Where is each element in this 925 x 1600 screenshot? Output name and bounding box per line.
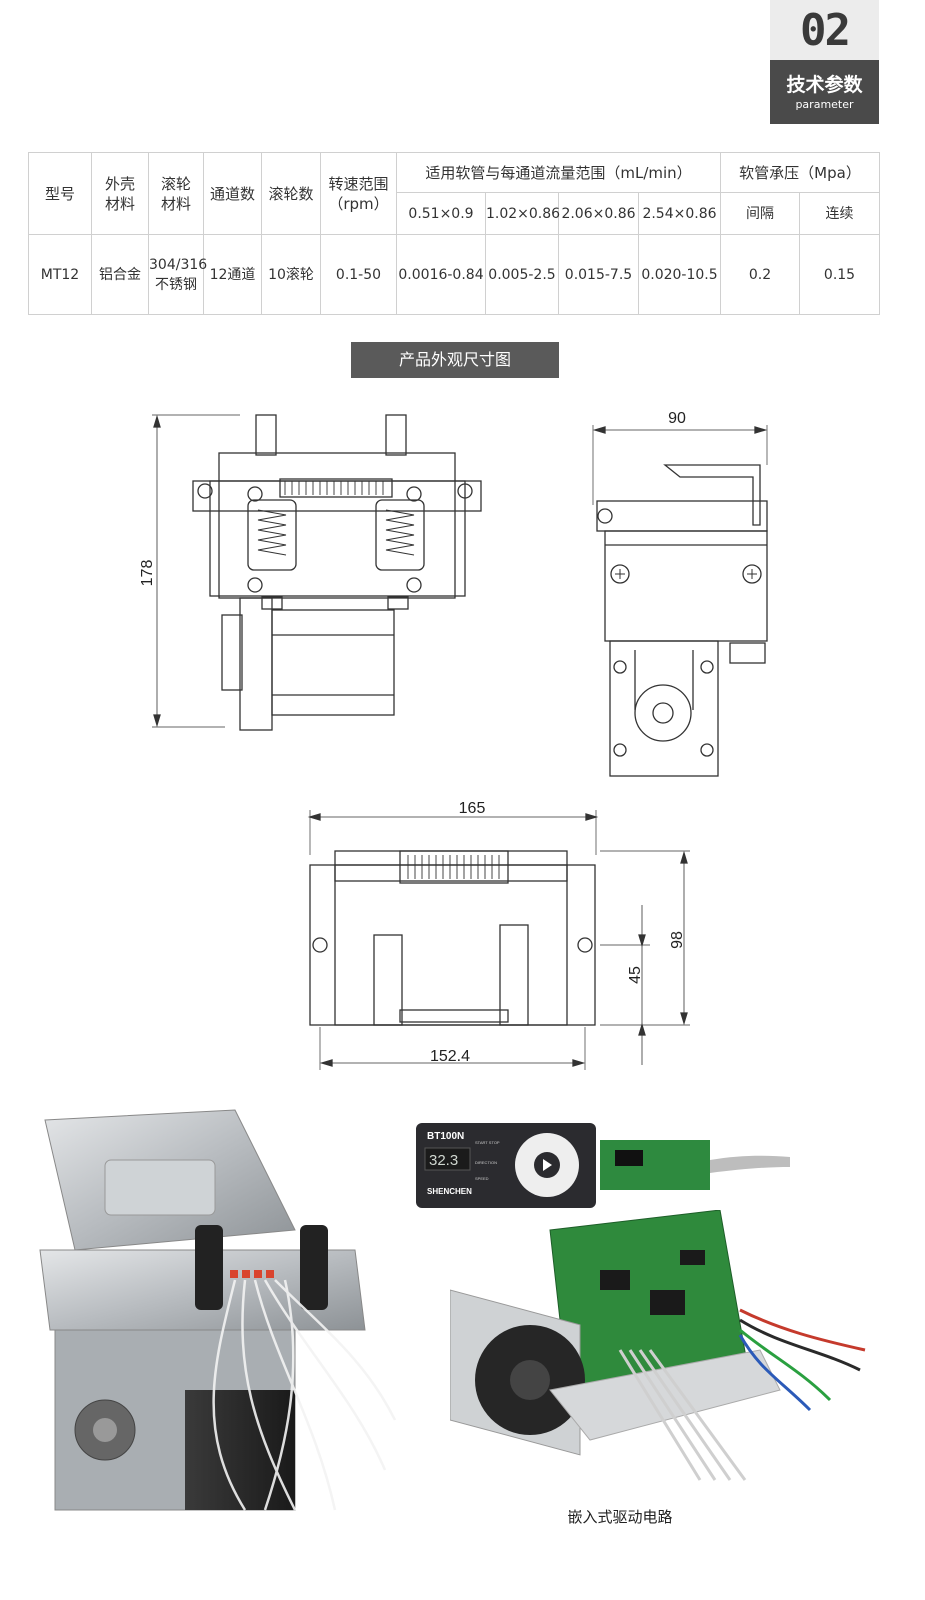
- section-title-badge: 技术参数 parameter: [770, 60, 879, 124]
- pressure-sub-header: 连续: [799, 192, 880, 235]
- cell-pressure: 0.15: [799, 234, 880, 315]
- driver-circuit-photo: [450, 1210, 866, 1481]
- controller-model: BT100N: [427, 1131, 464, 1142]
- header-pressure-group: 软管承压（Mpa）: [720, 152, 880, 193]
- flow-sub-header: 2.54×0.86: [638, 192, 721, 235]
- cell-rollers: 10滚轮: [261, 234, 321, 315]
- cell-speed: 0.1-50: [320, 234, 397, 315]
- flow-sub-header: 1.02×0.86: [485, 192, 560, 235]
- section-title: 产品外观尺寸图: [351, 342, 559, 378]
- side-view-drawing: 90: [592, 410, 768, 777]
- cell-flow: 0.0016-0.84: [396, 234, 486, 315]
- dim-side-height: 98: [669, 931, 686, 949]
- badge-title: 技术参数: [786, 74, 863, 96]
- cell-pressure: 0.2: [720, 234, 800, 315]
- section-number-badge: 02: [770, 0, 879, 60]
- controller-label: DIRECTION: [475, 1160, 497, 1165]
- spec-table: 型号 外壳材料 滚轮材料 通道数 滚轮数 转速范围（rpm） 适用软管与每通道流…: [28, 152, 880, 315]
- dim-hole-height: 45: [627, 966, 644, 984]
- cell-channels: 12通道: [203, 234, 262, 315]
- cell-flow: 0.015-7.5: [558, 234, 639, 315]
- flow-sub-header: 0.51×0.9: [396, 192, 486, 235]
- header-model: 型号: [28, 152, 92, 235]
- header-rollers: 滚轮数: [261, 152, 321, 235]
- controller-label: START STOP: [475, 1140, 500, 1145]
- driver-circuit-caption: 嵌入式驱动电路: [567, 1508, 673, 1526]
- cell-model: MT12: [28, 234, 92, 315]
- cell-flow: 0.005-2.5: [485, 234, 559, 315]
- controller-panel: BT100N 32.3 SHENCHEN START STOP DIRECTIO…: [416, 1123, 596, 1208]
- header-shell: 外壳材料: [91, 152, 149, 235]
- flow-sub-header: 2.06×0.86: [558, 192, 639, 235]
- display-board-photo: [600, 1140, 790, 1190]
- top-view-drawing: 165 152.4 98 45: [307, 800, 690, 1070]
- header-flow-group: 适用软管与每通道流量范围（mL/min）: [396, 152, 721, 193]
- controller-label: SPEED: [475, 1176, 489, 1181]
- pump-head-photo: [39, 1109, 397, 1511]
- pressure-sub-header: 间隔: [720, 192, 800, 235]
- header-roller-material: 滚轮材料: [148, 152, 204, 235]
- controller-display: 32.3: [429, 1152, 458, 1169]
- front-view-drawing: 178: [139, 414, 482, 731]
- badge-subtitle: parameter: [795, 98, 854, 111]
- cell-flow: 0.020-10.5: [638, 234, 721, 315]
- dim-width: 165: [459, 800, 486, 817]
- cell-shell: 铝合金: [91, 234, 149, 315]
- controller-brand: SHENCHEN: [427, 1187, 472, 1196]
- dim-base-width: 152.4: [430, 1048, 470, 1065]
- dim-height: 178: [139, 560, 156, 587]
- header-speed: 转速范围（rpm）: [320, 152, 397, 235]
- header-channels: 通道数: [203, 152, 262, 235]
- dim-depth: 90: [668, 410, 686, 427]
